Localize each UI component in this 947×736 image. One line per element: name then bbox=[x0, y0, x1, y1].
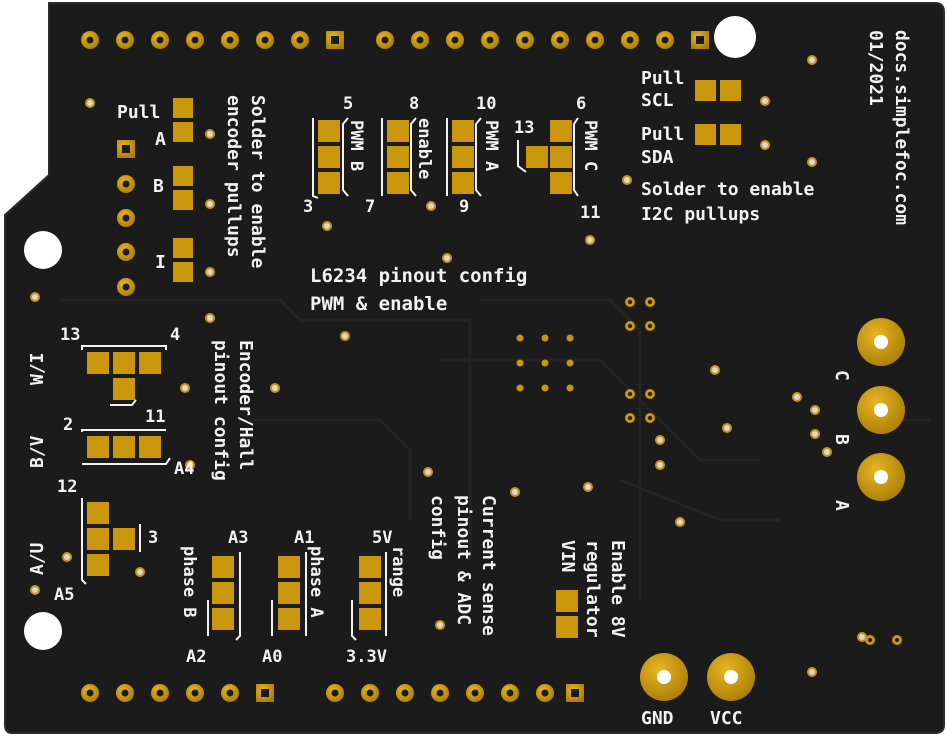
i2c-sda-label: SDA bbox=[641, 147, 674, 168]
hall-n13: 13 bbox=[60, 325, 80, 345]
i2c-pull-sda-label: Pull bbox=[641, 124, 684, 145]
i2c-caption-2: I2C pullups bbox=[641, 204, 760, 225]
l6234-pwm-c: PWM C bbox=[580, 120, 600, 171]
hall-brackets bbox=[81, 345, 171, 585]
current-sense-brackets bbox=[207, 552, 387, 641]
encoder-caption-1: Solder to enable bbox=[247, 95, 268, 269]
motor-a-label: A bbox=[831, 500, 852, 511]
mounting-hole bbox=[714, 16, 756, 58]
current-range: range bbox=[388, 546, 408, 597]
l6234-n3: 3 bbox=[303, 197, 313, 217]
hall-n12: 12 bbox=[57, 477, 77, 497]
mounting-hole bbox=[24, 612, 62, 650]
hall-w-i: W/I bbox=[27, 352, 48, 385]
l6234-brackets bbox=[312, 117, 579, 199]
l6234-n13: 13 bbox=[514, 118, 534, 138]
l6234-n9: 9 bbox=[459, 197, 469, 217]
current-3v3: 3.3V bbox=[346, 647, 387, 667]
i2c-caption-1: Solder to enable bbox=[641, 179, 815, 200]
regulator-line-3: VIN bbox=[557, 540, 578, 573]
motor-b-label: B bbox=[831, 434, 852, 445]
hall-b-v: B/V bbox=[27, 435, 48, 468]
i2c-pullup-pads bbox=[695, 80, 741, 145]
encoder-a-label: A bbox=[155, 129, 166, 150]
current-phase-a: phase A bbox=[306, 546, 326, 618]
hall-a5: A5 bbox=[54, 585, 74, 605]
current-sense-jumpers bbox=[212, 556, 578, 638]
vcc-label: VCC bbox=[710, 708, 743, 729]
l6234-jumpers bbox=[318, 120, 572, 194]
l6234-n11: 11 bbox=[580, 203, 600, 223]
board-outline bbox=[4, 2, 945, 734]
vias bbox=[30, 55, 867, 677]
power-terminals bbox=[640, 653, 755, 701]
current-a1: A1 bbox=[294, 528, 314, 548]
bottom-header-left bbox=[81, 684, 274, 702]
ic-footprint-via-holes bbox=[628, 300, 899, 642]
regulator-line-2: regulator bbox=[582, 540, 603, 638]
current-a0: A0 bbox=[262, 647, 282, 667]
l6234-n10: 10 bbox=[476, 94, 496, 114]
l6234-n8: 8 bbox=[409, 94, 419, 114]
l6234-pwm-a: PWM A bbox=[481, 120, 501, 171]
hall-n3: 3 bbox=[148, 528, 158, 548]
current-caption-2: pinout & ADC bbox=[453, 495, 474, 625]
hall-n2: 2 bbox=[63, 415, 73, 435]
l6234-n6: 6 bbox=[576, 94, 586, 114]
gnd-label: GND bbox=[641, 708, 674, 729]
hall-n11: 11 bbox=[145, 407, 165, 427]
encoder-pull-label: Pull bbox=[117, 102, 160, 123]
hall-n4: 4 bbox=[170, 325, 180, 345]
date-text: 01/2021 bbox=[865, 30, 886, 106]
l6234-n5: 5 bbox=[343, 94, 353, 114]
current-a3: A3 bbox=[228, 528, 248, 548]
hall-a-u: A/U bbox=[27, 542, 48, 575]
encoder-pullup-pads bbox=[173, 98, 193, 282]
l6234-pwm-b: PWM B bbox=[346, 120, 366, 171]
top-header-left bbox=[81, 31, 344, 49]
current-a2: A2 bbox=[186, 647, 206, 667]
current-phase-b: phase B bbox=[179, 546, 199, 618]
board-traces bbox=[60, 298, 930, 600]
encoder-b-label: B bbox=[153, 176, 164, 197]
encoder-i-label: I bbox=[155, 252, 166, 273]
i2c-pull-scl-label: Pull bbox=[641, 68, 684, 89]
current-caption-3: config bbox=[427, 495, 448, 560]
docs-url-text: docs.simplefoc.com bbox=[891, 30, 912, 225]
encoder-caption-2: encoder pullups bbox=[223, 95, 244, 258]
l6234-title: L6234 pinout config bbox=[310, 265, 527, 287]
top-header-right bbox=[376, 31, 709, 49]
l6234-enable: enable bbox=[414, 118, 434, 179]
regulator-line-1: Enable 8V bbox=[607, 540, 628, 638]
l6234-n7: 7 bbox=[365, 197, 375, 217]
hall-a4: A4 bbox=[174, 459, 194, 479]
motor-terminals bbox=[857, 318, 905, 501]
hall-caption-1: Encoder/Hall bbox=[235, 340, 256, 470]
mounting-hole bbox=[24, 231, 62, 269]
bottom-header-right bbox=[326, 684, 584, 702]
hall-caption-2: pinout config bbox=[210, 340, 231, 481]
l6234-subtitle: PWM & enable bbox=[310, 293, 447, 315]
i2c-scl-label: SCL bbox=[641, 90, 674, 111]
encoder-header bbox=[117, 140, 135, 296]
motor-c-label: C bbox=[831, 370, 852, 381]
hall-jumpers bbox=[87, 352, 161, 576]
current-5v: 5V bbox=[372, 528, 392, 548]
current-caption-1: Current sense bbox=[478, 495, 499, 636]
